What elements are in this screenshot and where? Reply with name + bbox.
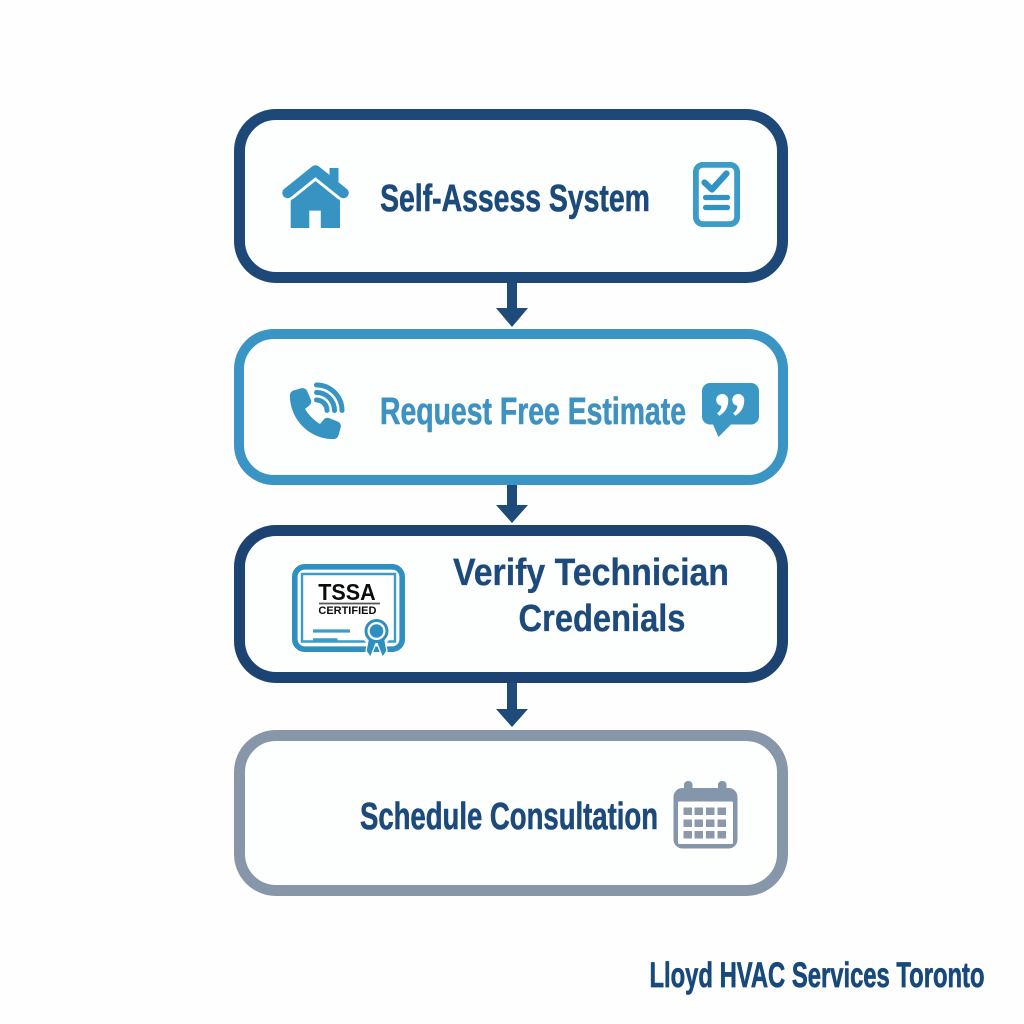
svg-text:CERTIFIED: CERTIFIED <box>318 605 376 617</box>
svg-text:TSSA: TSSA <box>318 579 376 605</box>
